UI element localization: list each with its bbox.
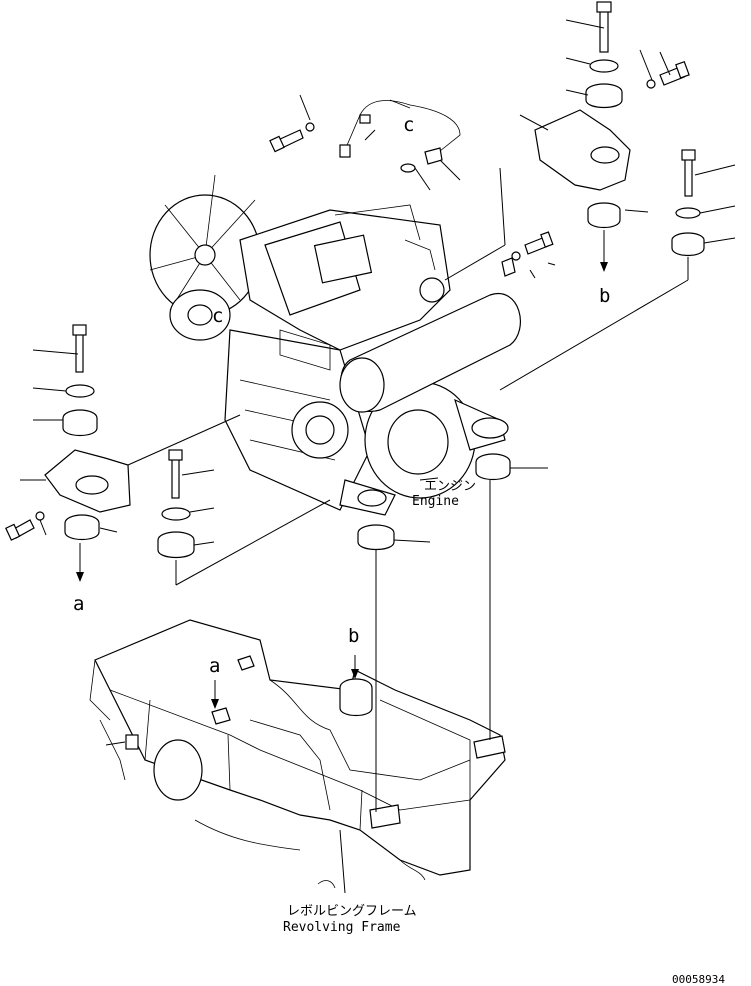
engine-label-en: Engine — [412, 494, 459, 509]
ref-c-engine: c — [212, 305, 223, 327]
engine-assembly — [149, 174, 521, 516]
frame-label-en: Revolving Frame — [283, 920, 401, 935]
ref-b-right: b — [599, 285, 610, 307]
engine-label-jp: エンジン — [424, 479, 476, 494]
flywheel-housing — [339, 381, 509, 516]
revolving-frame — [89, 619, 506, 889]
engine-block — [169, 209, 451, 511]
left-mount-group — [5, 324, 131, 582]
ref-b-frame: b — [348, 625, 359, 647]
lower-mounts — [357, 453, 511, 551]
sensor-cable — [339, 99, 461, 173]
ref-a-left: a — [73, 593, 84, 615]
frame-label-jp: レボルビングフレーム — [287, 904, 417, 919]
ref-c-cable: c — [403, 114, 414, 136]
leader-lines — [20, 19, 736, 894]
center-mount-group — [157, 449, 195, 559]
ref-a-frame: a — [209, 655, 220, 677]
right-bracket-group — [534, 1, 690, 272]
right-mount-group — [671, 149, 705, 257]
muffler — [339, 292, 521, 413]
drawing-number: 00058934 — [672, 973, 725, 986]
muffler-bracket — [501, 231, 554, 277]
bolt-c — [269, 122, 315, 153]
